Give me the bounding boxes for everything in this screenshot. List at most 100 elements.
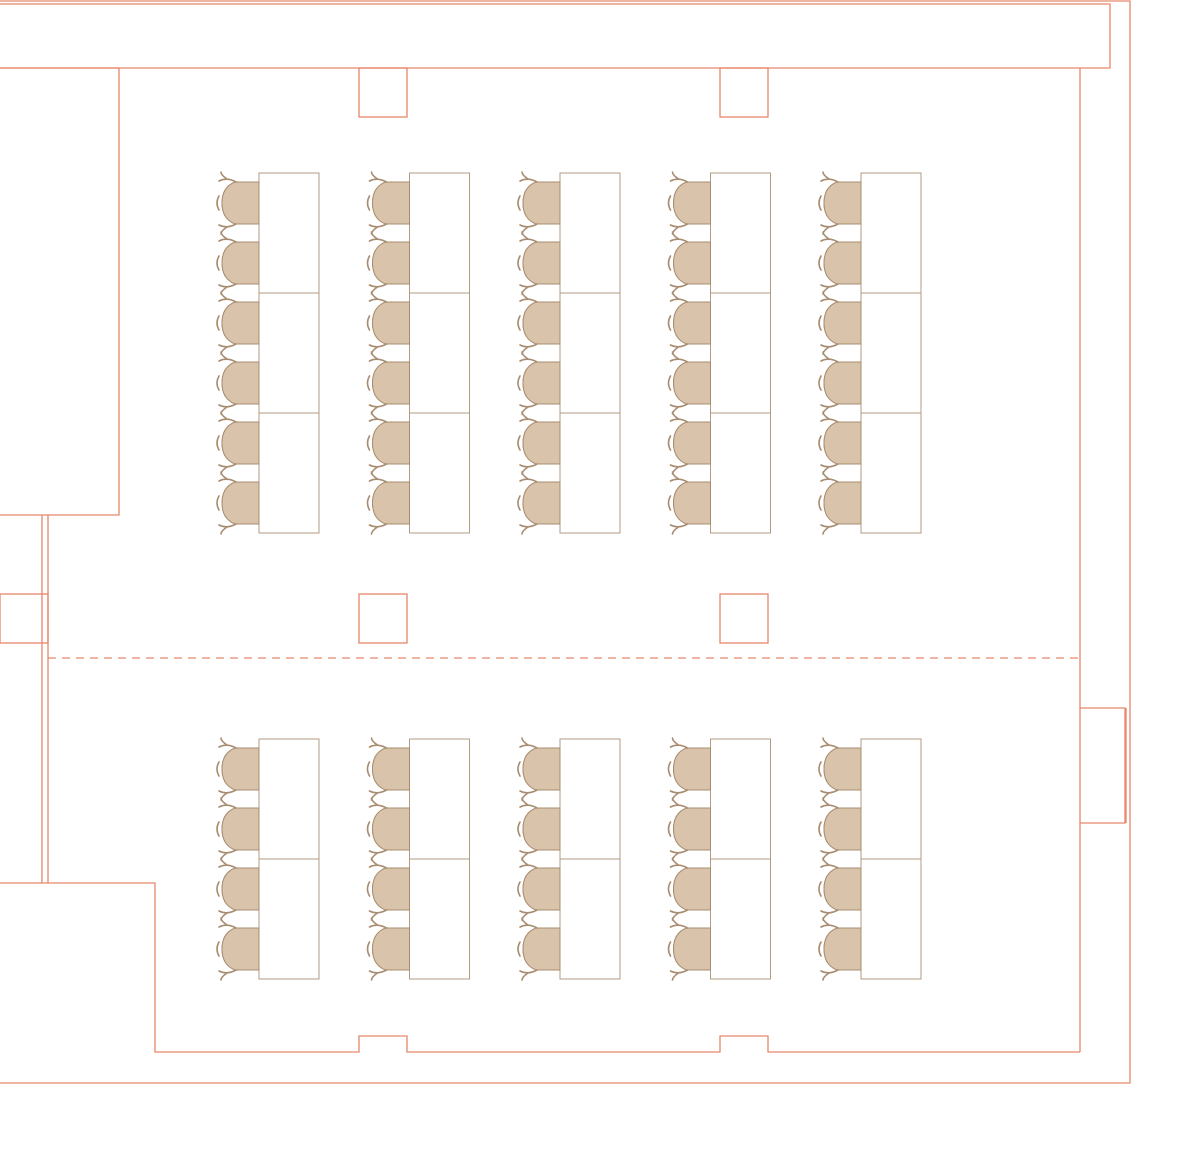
desk [710,858,771,980]
chair-arm [218,917,237,929]
desk [710,172,771,294]
desk [860,738,922,860]
chair-seat [823,747,862,791]
chair-arm [218,291,237,303]
office-chair-icon [216,737,260,801]
office-chair-icon [366,171,410,235]
chair-arm [667,315,672,331]
chair-arm [818,941,822,957]
chair-seat [221,481,260,525]
chair-arm [669,171,689,183]
desk [409,738,470,860]
chair-seat [522,927,561,971]
office-chair-icon [667,917,711,981]
chair-seat [221,421,260,465]
chair-arm [366,881,371,897]
chair-arm [667,195,672,211]
chair-arm [818,821,822,837]
office-chair-icon [517,231,561,295]
office-chair-icon [517,471,561,535]
chair-seat [522,421,561,465]
chair-arm [818,435,822,451]
chair-arm [216,941,220,957]
left-upper-block [0,67,120,516]
chair-arm [519,797,538,809]
chair-arm [820,857,839,869]
chair-arm [218,523,237,535]
chair-arm [366,941,371,957]
desk [559,738,621,860]
office-chair-icon [216,231,260,295]
chair-arm [820,231,839,243]
chair-arm [669,523,689,535]
office-chair-icon [216,857,260,921]
chair-arm [218,231,237,243]
top-corridor-wall [0,3,1111,69]
chair-arm [519,411,538,423]
chair-arm [216,195,220,211]
chair-arm [818,495,822,511]
chair-arm [368,969,388,981]
chair-seat [221,301,260,345]
desk [559,292,621,414]
chair-arm [368,737,388,749]
column-left-wall [0,593,49,644]
chair-arm [368,857,388,869]
chair-arm [368,917,388,929]
chair-arm [519,857,538,869]
office-chair-icon [667,471,711,535]
column-middle-left [358,593,408,644]
chair-arm [818,375,822,391]
chair-arm [366,315,371,331]
chair-arm [669,471,689,483]
chair-arm [366,495,371,511]
office-chair-icon [667,351,711,415]
office-chair-icon [366,411,410,475]
chair-arm [820,171,839,183]
chair-arm [667,375,672,391]
chair-arm [820,969,839,981]
chair-seat [672,481,711,525]
chair-arm [667,495,672,511]
chair-seat [371,361,410,405]
chair-arm [519,291,538,303]
chair-arm [820,523,839,535]
desk [258,858,320,980]
desk [409,172,470,294]
office-chair-icon [517,797,561,861]
chair-seat [371,867,410,911]
chair-seat [221,241,260,285]
chair-arm [517,821,521,837]
chair-arm [368,797,388,809]
right-wall-niche [1080,707,1126,824]
chair-arm [218,171,237,183]
office-chair-icon [366,471,410,535]
office-chair-icon [216,171,260,235]
chair-arm [517,761,521,777]
office-chair-icon [517,411,561,475]
chair-arm [218,857,237,869]
chair-arm [517,941,521,957]
office-chair-icon [216,291,260,355]
chair-arm [669,857,689,869]
chair-arm [517,375,521,391]
chair-arm [669,737,689,749]
chair-arm [368,471,388,483]
chair-arm [216,375,220,391]
office-chair-icon [216,351,260,415]
chair-seat [823,361,862,405]
chair-seat [522,181,561,225]
desk [860,858,922,980]
column-top-left [358,67,408,118]
chair-arm [517,881,521,897]
office-chair-icon [818,737,862,801]
office-chair-icon [216,471,260,535]
office-chair-icon [366,797,410,861]
chair-arm [368,231,388,243]
chair-arm [517,435,521,451]
chair-arm [218,471,237,483]
chair-seat [672,927,711,971]
office-chair-icon [818,171,862,235]
office-chair-icon [517,291,561,355]
